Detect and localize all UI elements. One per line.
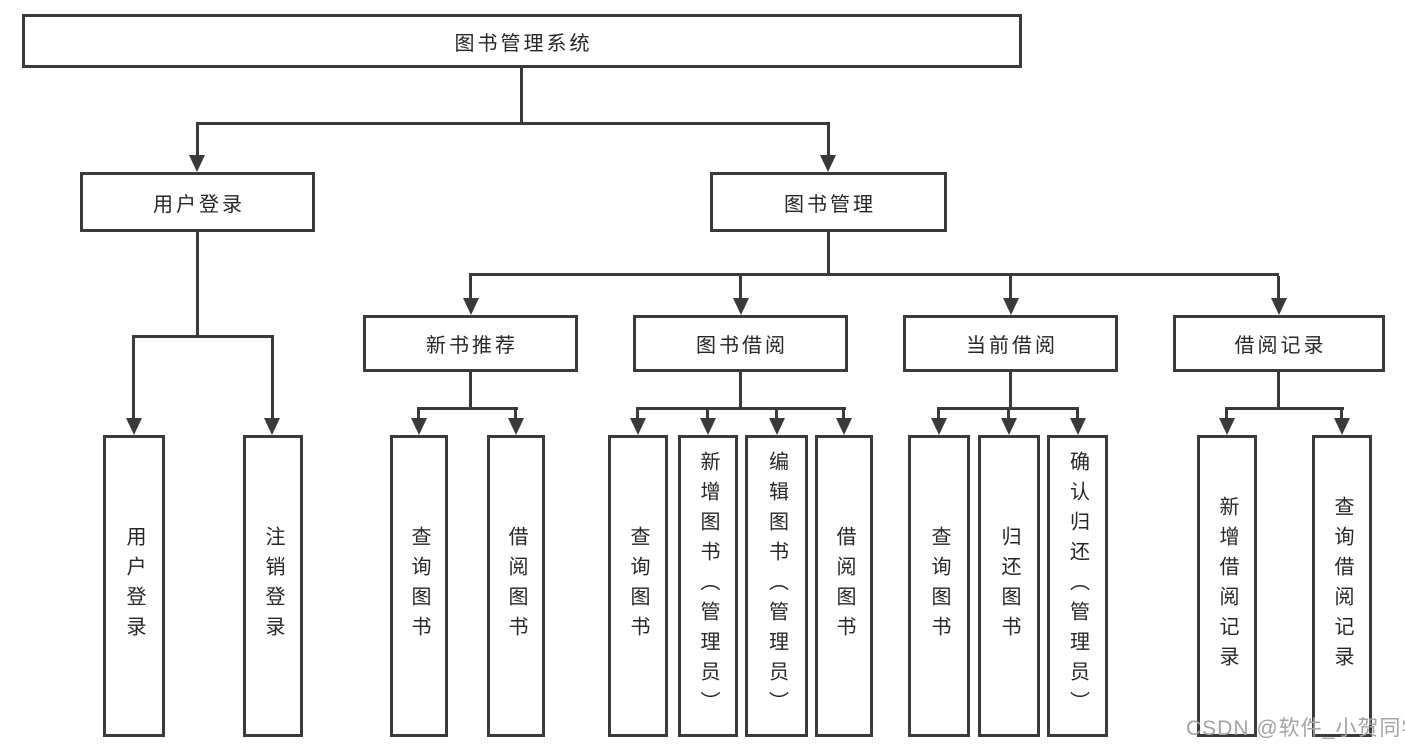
- connector-line: [196, 125, 199, 158]
- arrowhead-down-icon: [411, 418, 427, 435]
- arrowhead-down-icon: [463, 298, 479, 315]
- arrowhead-down-icon: [1003, 298, 1019, 315]
- connector-line: [842, 410, 845, 419]
- arrowhead-down-icon: [189, 155, 205, 172]
- leaf-logout: 注销登录: [243, 435, 303, 737]
- connector-line: [1277, 276, 1280, 300]
- leaf-label: 查询借阅记录: [1331, 496, 1353, 676]
- connector-line: [827, 232, 830, 274]
- leaf-label: 查询图书: [627, 526, 649, 646]
- csdn-watermark: CSDN @软件_小贺同学: [1186, 717, 1405, 740]
- connector-line: [739, 276, 742, 300]
- leaf-bb-query-books: 查询图书: [608, 435, 668, 737]
- connector-line: [636, 407, 846, 410]
- arrowhead-down-icon: [1070, 418, 1086, 435]
- arrowhead-down-icon: [630, 418, 646, 435]
- leaf-label: 新增图书（管理员）: [697, 451, 719, 721]
- leaf-nbr-borrow-books: 借阅图书: [487, 435, 545, 737]
- leaf-cb-return-books: 归还图书: [978, 435, 1040, 737]
- connector-line: [937, 410, 940, 419]
- leaf-label: 借阅图书: [833, 526, 855, 646]
- arrowhead-down-icon: [508, 418, 524, 435]
- arrowhead-down-icon: [264, 418, 280, 435]
- connector-line: [1225, 407, 1344, 410]
- node-new-book-recommend: 新书推荐: [363, 315, 578, 372]
- connector-line: [1340, 410, 1343, 419]
- connector-line: [937, 407, 1079, 410]
- leaf-label: 借阅图书: [505, 526, 527, 646]
- node-borrow-records: 借阅记录: [1173, 315, 1385, 372]
- leaf-label: 归还图书: [998, 526, 1020, 646]
- leaf-br-add-record: 新增借阅记录: [1197, 435, 1257, 737]
- leaf-bb-borrow-books: 借阅图书: [815, 435, 873, 737]
- leaf-label: 查询图书: [408, 526, 430, 646]
- arrowhead-down-icon: [126, 418, 142, 435]
- arrowhead-down-icon: [700, 418, 716, 435]
- leaf-label: 查询图书: [928, 526, 950, 646]
- node-book-borrow: 图书借阅: [633, 315, 848, 372]
- connector-line: [417, 410, 420, 419]
- connector-line: [739, 372, 742, 408]
- leaf-nbr-query-books: 查询图书: [390, 435, 448, 737]
- connector-line: [132, 338, 135, 419]
- connector-line: [1007, 410, 1010, 419]
- connector-line: [196, 122, 830, 125]
- leaf-label: 编辑图书（管理员）: [765, 451, 788, 721]
- arrowhead-down-icon: [1001, 418, 1017, 435]
- connector-line: [469, 276, 472, 300]
- connector-line: [775, 410, 778, 419]
- leaf-br-query-record: 查询借阅记录: [1312, 435, 1372, 737]
- connector-line: [196, 232, 199, 336]
- leaf-label: 确认归还（管理员）: [1066, 451, 1089, 721]
- arrowhead-down-icon: [820, 155, 836, 172]
- connector-line: [706, 410, 709, 419]
- leaf-cb-query-books: 查询图书: [908, 435, 970, 737]
- leaf-bb-edit-books-admin: 编辑图书（管理员）: [745, 435, 808, 737]
- arrowhead-down-icon: [931, 418, 947, 435]
- leaf-bb-add-books-admin: 新增图书（管理员）: [678, 435, 738, 737]
- connector-line: [827, 125, 830, 158]
- arrowhead-down-icon: [1219, 418, 1235, 435]
- node-user-login: 用户登录: [80, 172, 315, 232]
- connector-line: [636, 410, 639, 419]
- arrowhead-down-icon: [1271, 298, 1287, 315]
- node-current-borrow: 当前借阅: [903, 315, 1118, 372]
- connector-line: [514, 410, 517, 419]
- connector-line: [469, 273, 1279, 276]
- node-book-management: 图书管理: [710, 172, 947, 232]
- arrowhead-down-icon: [1334, 418, 1350, 435]
- leaf-label: 新增借阅记录: [1216, 496, 1238, 676]
- connector-line: [1009, 276, 1012, 300]
- leaf-cb-confirm-return-admin: 确认归还（管理员）: [1047, 435, 1108, 737]
- arrowhead-down-icon: [733, 298, 749, 315]
- connector-line: [1225, 410, 1228, 419]
- arrowhead-down-icon: [836, 418, 852, 435]
- connector-line: [520, 68, 523, 125]
- connector-line: [271, 338, 274, 419]
- connector-line: [1009, 372, 1012, 408]
- connector-line: [1277, 372, 1280, 408]
- connector-line: [1076, 410, 1079, 419]
- node-library-system: 图书管理系统: [22, 14, 1022, 68]
- connector-line: [469, 372, 472, 408]
- leaf-label: 用户登录: [123, 526, 145, 646]
- connector-line: [132, 335, 274, 338]
- leaf-label: 注销登录: [262, 526, 284, 646]
- leaf-user-login: 用户登录: [103, 435, 165, 737]
- connector-line: [417, 407, 518, 410]
- arrowhead-down-icon: [769, 418, 785, 435]
